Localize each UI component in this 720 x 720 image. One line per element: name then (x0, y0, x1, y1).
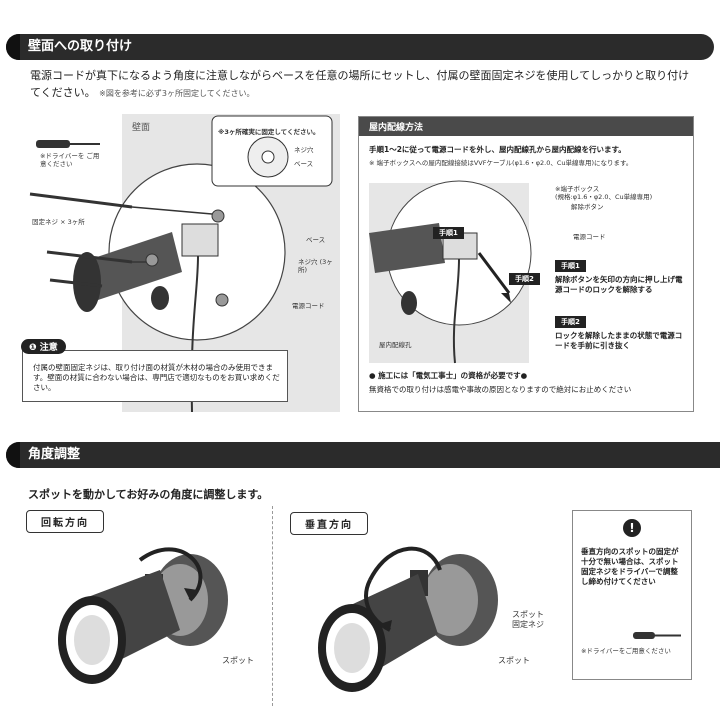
badge-step1: 手順1 (433, 227, 464, 239)
screwdriver-icon (633, 632, 681, 639)
indoor-step-intro: 手順1〜2に従って電源コードを外し、屋内配線孔から屋内配線を行います。 (369, 145, 626, 154)
step1-block: 手順1 解除ボタンを矢印の方向に押し上げ電源コードのロックを解除する (555, 253, 689, 295)
section-title: 壁面への取り付け (28, 39, 133, 54)
label-screw-hole: ネジ穴 (3ヶ所) (298, 258, 333, 275)
section2-title: 角度調整 (28, 447, 81, 462)
callout-title: ※3ヶ所確実に固定してください。 (218, 128, 320, 136)
rotate-illustration (58, 547, 228, 684)
callout-screw-hole: ネジ穴 (294, 146, 314, 154)
label-base: ベース (306, 236, 326, 244)
angle-intro: スポットを動かしてお好みの角度に調整します。 (28, 488, 269, 501)
vertical-spot-screw-label: スポット 固定ネジ (512, 610, 544, 630)
wall-label: 壁面 (132, 123, 151, 133)
notice-text: 垂直方向のスポットの固定が十分で無い場合は、スポット固定ネジをドライバーで調整し… (581, 547, 679, 587)
intro-text: 電源コードが真下になるよう角度に注意しながらベースを任意の場所にセットし、付属の… (30, 68, 700, 101)
step2-text: ロックを解除したままの状態で電源コードを手前に引き抜く (555, 331, 683, 351)
indoor-hole-label: 屋内配線孔 (379, 341, 412, 349)
release-button-label: 解除ボタン (571, 203, 604, 211)
step1-text: 解除ボタンを矢印の方向に押し上げ電源コードのロックを解除する (555, 275, 683, 295)
license-sub: 無資格での取り付けは感電や事故の原因となりますので絶対にお止めください (369, 385, 632, 394)
indoor-illustration (369, 180, 532, 364)
vvf-note: ※ 端子ボックスへの屋内配線接続はVVFケーブル(φ1.6・φ2.0、Cu単線専… (369, 159, 633, 167)
vertical-illustration (318, 546, 498, 692)
dashed-divider (272, 506, 273, 706)
notice-driver: ※ドライバーをご用意ください (581, 647, 671, 655)
intro-note: ※図を参考に必ず3ヶ所固定してください。 (99, 88, 255, 98)
caution-text: 付属の壁面固定ネジは、取り付け面の材質が木材の場合のみ使用できます。壁面の材質に… (33, 363, 280, 393)
notice-box: ! 垂直方向のスポットの固定が十分で無い場合は、スポット固定ネジをドライバーで調… (572, 510, 692, 680)
step2-block: 手順2 ロックを解除したままの状態で電源コードを手前に引き抜く (555, 309, 689, 351)
indoor-title: 屋内配線方法 (359, 117, 693, 136)
step1-title: 手順1 (555, 260, 586, 272)
caution-badge: ❶ 注意 (21, 339, 66, 354)
warning-icon: ! (623, 519, 641, 537)
vertical-spot-label: スポット (498, 656, 530, 665)
terminal-box-label: ※端子ボックス (規格:φ1.6・φ2.0、Cu単線専用) (555, 185, 695, 202)
warning-icon: ❶ (29, 343, 37, 353)
caution-box: ❶ 注意 付属の壁面固定ネジは、取り付け面の材質が木材の場合のみ使用できます。壁… (21, 339, 288, 402)
vertical-label: 垂直方向 (290, 512, 368, 535)
rotate-spot-label: スポット (222, 656, 254, 665)
license-note: ● 施工には「電気工事士」の資格が必要です● (369, 371, 528, 380)
section-header-wall-mount: 壁面への取り付け (6, 34, 714, 60)
power-cord-label: 電源コード (573, 233, 606, 241)
section-header-angle: 角度調整 (6, 442, 720, 468)
screws-label: 固定ネジ × 3ヶ所 (32, 218, 85, 226)
terminal-box-spec: (規格:φ1.6・φ2.0、Cu単線専用) (555, 193, 653, 202)
caution-title: 注意 (39, 343, 58, 353)
terminal-box: ※端子ボックス (555, 185, 600, 193)
driver-note: ※ドライバーを ご用意ください (40, 152, 100, 169)
step2-title: 手順2 (555, 316, 586, 328)
rotate-label: 回転方向 (26, 510, 104, 533)
intro-main: 電源コードが真下になるよう角度に注意しながらベースを任意の場所にセットし、付属の… (30, 69, 690, 99)
badge-step2: 手順2 (509, 273, 540, 285)
label-power-cord: 電源コード (292, 302, 325, 310)
callout-base: ベース (294, 160, 314, 168)
indoor-wiring-panel: 屋内配線方法 手順1〜2に従って電源コードを外し、屋内配線孔から屋内配線を行いま… (358, 116, 694, 412)
